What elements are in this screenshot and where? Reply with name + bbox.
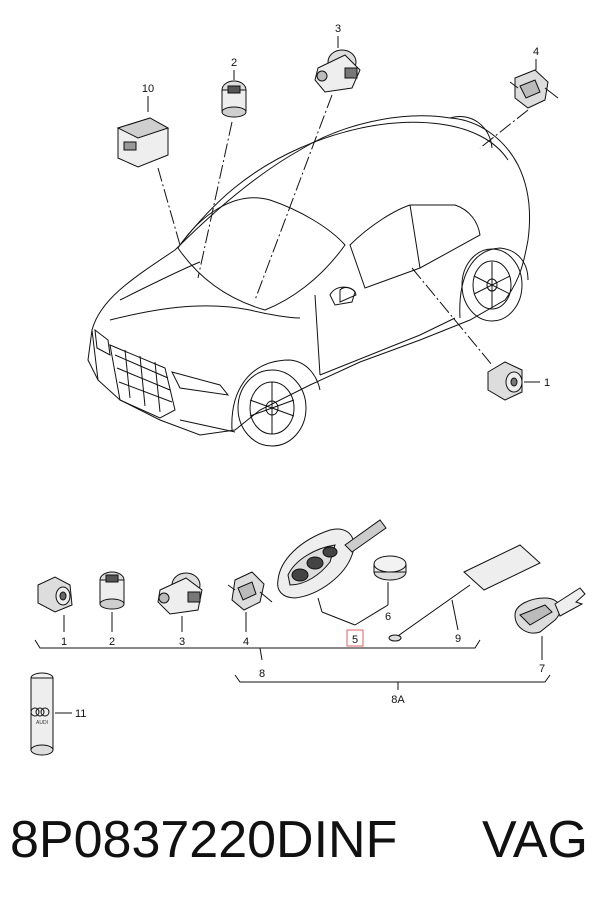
bottom-part-4: 4 [227,571,273,648]
label-bottom-1: 1 [61,636,67,648]
parts-diagram: 10 2 3 4 1 [30,23,586,756]
car-illustration [87,115,531,447]
bracket-8a [234,674,551,683]
part-3-ignition-housing: 3 [314,23,361,93]
part-number: 8P0837220DINF [10,811,398,869]
bottom-part-1: 1 [37,576,73,648]
can-brand-text: AUDI [36,720,48,726]
label-bottom-9: 9 [455,633,461,645]
label-bottom-4: 4 [243,636,249,648]
part-10-switch: 10 [116,83,170,168]
part-2-lock-cylinder: 2 [221,57,247,118]
bracket-8 [34,639,481,649]
label-bottom-8a: 8A [391,694,405,706]
bottom-part-5-flip-key: 5 [277,519,387,647]
bottom-part-2: 2 [99,571,125,648]
bottom-part-3: 3 [157,572,203,648]
top-leader-lines [157,94,529,366]
label-top-2: 2 [231,57,237,69]
label-top-4: 4 [533,46,539,58]
bottom-part-7-key: 7 [514,587,586,675]
label-top-3: 3 [335,23,341,35]
bottom-part-9-transponder: 9 [388,544,541,645]
label-5-highlight-box [346,629,364,647]
brand-label: VAG [482,811,588,869]
bottom-part-6-battery: 6 [354,555,407,626]
label-bottom-3: 3 [179,636,185,648]
label-bottom-2: 2 [109,636,115,648]
part-4-lock-assembly: 4 [509,46,559,109]
label-bottom-5: 5 [352,634,358,646]
footer: 8P0837220DINF VAG [0,800,600,880]
bottom-part-11-can: AUDI 11 [30,672,86,756]
label-bottom-11: 11 [75,708,86,720]
part-1-door-lock: 1 [487,361,550,401]
label-bottom-7: 7 [539,663,545,675]
label-top-1: 1 [544,377,550,389]
label-bottom-8: 8 [259,668,265,680]
label-top-10: 10 [142,83,154,95]
bottom-parts: 1 2 3 4 [30,519,586,756]
label-bottom-6: 6 [385,611,391,623]
